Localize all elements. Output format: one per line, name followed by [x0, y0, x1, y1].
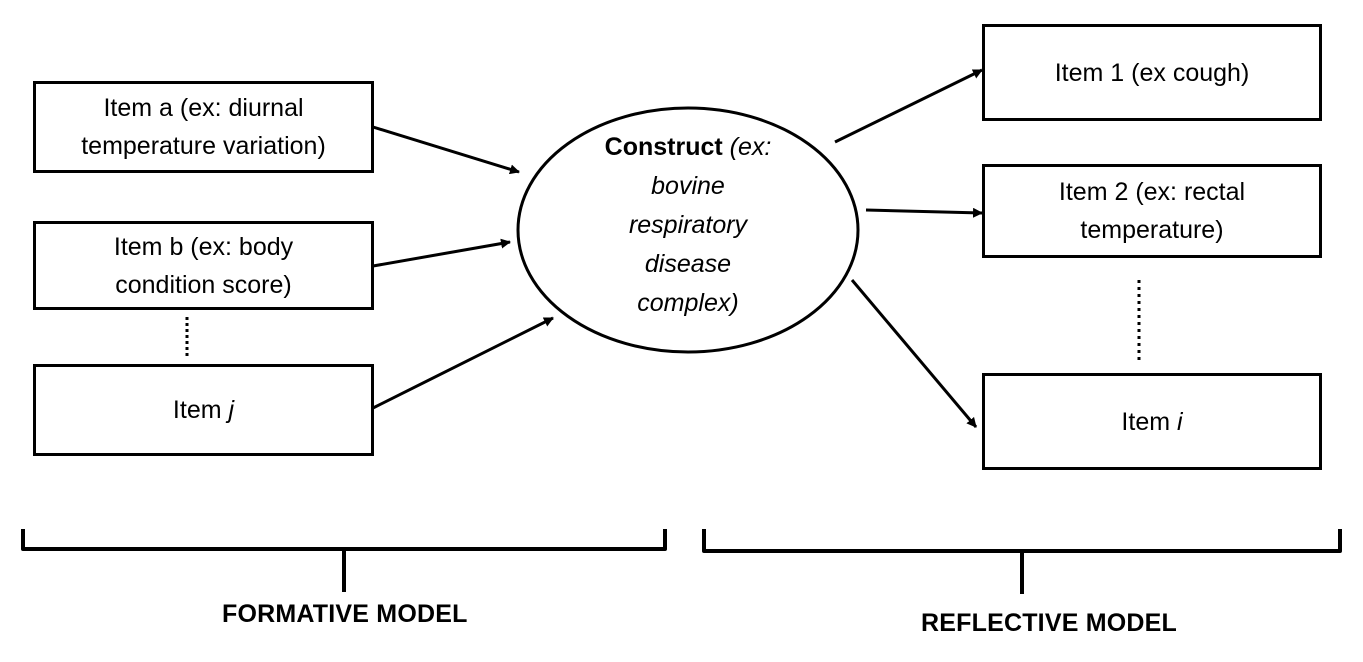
construct-italic-2: respiratory — [628, 211, 748, 239]
reflective-brace — [702, 529, 1342, 594]
arrow-item-j-to-construct — [372, 316, 554, 410]
arrow-item-b-to-construct — [372, 238, 511, 268]
construct-ellipse — [516, 106, 860, 354]
item-b-line1: Item b (ex: body — [113, 232, 294, 261]
item-i-variable: i — [1177, 407, 1183, 436]
item-b-box: Item b (ex: body condition score) — [33, 221, 374, 310]
item-a-line1: Item a (ex: diurnal — [103, 94, 304, 122]
item-b-line2: condition score) — [115, 270, 292, 299]
item-1-label: Item 1 (ex cough) — [1054, 58, 1250, 87]
formative-brace — [21, 529, 667, 592]
item-i-box: Item i — [982, 373, 1322, 470]
item-a-line2: temperature variation) — [81, 132, 326, 160]
arrow-construct-to-item-2 — [865, 207, 983, 218]
item-2-box: Item 2 (ex: rectal temperature) — [982, 164, 1322, 258]
item-i-prefix: Item — [1121, 407, 1177, 436]
item-2-line1: Item 2 (ex: rectal — [1058, 178, 1246, 206]
construct-italic-3: disease — [644, 250, 732, 278]
item-a-box: Item a (ex: diurnal temperature variatio… — [33, 81, 374, 173]
construct-italic-0: (ex: — [729, 133, 772, 161]
item-j-prefix: Item — [172, 396, 229, 424]
arrow-item-a-to-construct — [372, 125, 520, 175]
reflective-model-label: REFLECTIVE MODEL — [921, 609, 1177, 637]
arrow-construct-to-item-1 — [834, 68, 983, 144]
construct-label: Construct (ex: bovine respiratory diseas… — [560, 128, 816, 323]
item-j-box: Item j — [33, 364, 374, 456]
item-j-variable: j — [228, 396, 235, 424]
construct-bold: Construct — [604, 133, 723, 161]
construct-italic-1: bovine — [651, 172, 725, 200]
item-2-line2: temperature) — [1080, 216, 1224, 244]
arrow-construct-to-item-i — [850, 279, 978, 428]
item-1-box: Item 1 (ex cough) — [982, 24, 1322, 121]
construct-italic-4: complex) — [637, 289, 739, 317]
formative-model-label: FORMATIVE MODEL — [222, 600, 468, 628]
